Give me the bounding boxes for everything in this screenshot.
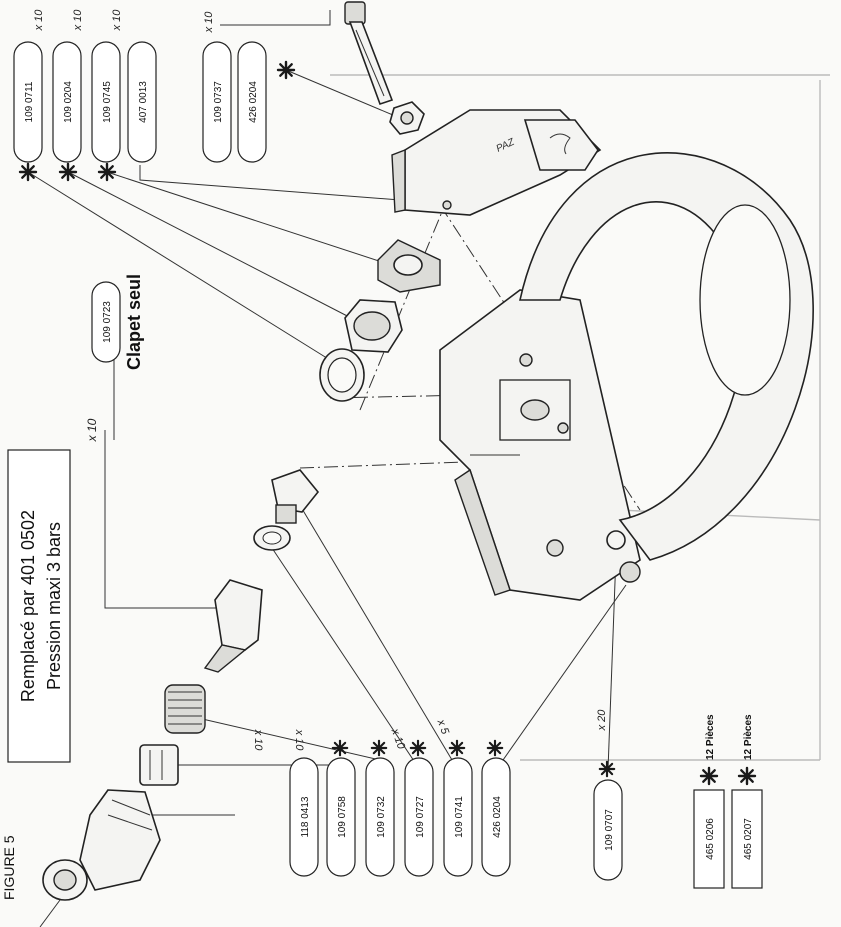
svg-text:109 0737: 109 0737 bbox=[213, 81, 224, 123]
replacement-callout: Remplacé par 401 0502 Pression maxi 3 ba… bbox=[7, 449, 71, 763]
asterisk-marker-icon bbox=[409, 739, 427, 757]
pedal-part: PAZ bbox=[391, 109, 602, 216]
figure-label: FIGURE 5 bbox=[1, 835, 17, 900]
bottom-refs-group: 118 0413 109 0758 x 10 109 0732 x 10 109… bbox=[252, 717, 511, 877]
asterisk-marker-icon bbox=[331, 739, 349, 757]
asterisk-marker-icon bbox=[737, 766, 757, 786]
top-refs-group: 109 0711 x 10 109 0204 x 10 109 0745 x 1… bbox=[13, 9, 157, 182]
ref-pill: 426 0204 bbox=[481, 739, 511, 877]
ref-pill: 109 0727 x 10 bbox=[388, 726, 434, 877]
kit-box: 465 0207 12 Pièces bbox=[731, 714, 763, 889]
callout-line1: Remplacé par 401 0502 bbox=[18, 510, 38, 702]
asterisk-marker-icon bbox=[276, 60, 296, 80]
note-label: Clapet seul bbox=[124, 274, 144, 370]
svg-text:465 0206: 465 0206 bbox=[705, 818, 716, 860]
ref-pill: 426 0204 bbox=[237, 41, 267, 163]
kit-box: 465 0206 12 Pièces bbox=[693, 714, 725, 889]
seal-part bbox=[377, 239, 441, 293]
svg-text:x 10: x 10 bbox=[72, 9, 84, 32]
svg-text:407 0013: 407 0013 bbox=[138, 81, 149, 123]
svg-text:109 0204: 109 0204 bbox=[63, 81, 74, 123]
svg-text:109 0732: 109 0732 bbox=[376, 796, 387, 838]
nut-part bbox=[389, 101, 425, 135]
ref-pill: 109 0745 x 10 bbox=[91, 9, 123, 182]
callout-line2: Pression maxi 3 bars bbox=[44, 522, 64, 690]
note-ref: 109 0723 bbox=[102, 301, 113, 343]
note-qty: x 10 bbox=[85, 418, 99, 442]
leader-lines bbox=[27, 10, 641, 816]
svg-text:12 Pièces: 12 Pièces bbox=[743, 714, 754, 760]
svg-text:x 10: x 10 bbox=[293, 729, 305, 752]
asterisk-marker-icon bbox=[448, 739, 466, 757]
loop-part bbox=[519, 152, 814, 561]
svg-text:x 10: x 10 bbox=[111, 9, 123, 32]
asterisk-marker-icon bbox=[97, 162, 117, 182]
top-right-refs-group: 109 0737 x 10 426 0204 bbox=[202, 11, 296, 163]
small-nuts-part bbox=[606, 530, 641, 583]
asterisk-marker-icon bbox=[598, 760, 616, 778]
asterisk-marker-icon bbox=[58, 162, 78, 182]
kits-group: 465 0206 12 Pièces 465 0207 12 Pièces bbox=[693, 714, 763, 889]
svg-text:109 0741: 109 0741 bbox=[454, 796, 465, 838]
svg-text:426 0204: 426 0204 bbox=[248, 81, 259, 123]
washer-part bbox=[319, 348, 365, 402]
ref-pill: 109 0758 x 10 bbox=[293, 729, 356, 877]
svg-text:109 0711: 109 0711 bbox=[24, 81, 35, 122]
svg-text:x 10: x 10 bbox=[203, 11, 215, 34]
svg-text:109 0745: 109 0745 bbox=[102, 81, 113, 123]
hex-nut-part bbox=[344, 299, 403, 353]
ref-pill: 109 0732 x 10 bbox=[252, 729, 395, 877]
asterisk-marker-icon bbox=[18, 162, 38, 182]
ref-pill: 109 0737 x 10 bbox=[202, 11, 232, 163]
spring-part bbox=[164, 684, 206, 734]
svg-text:x 10: x 10 bbox=[252, 729, 264, 752]
svg-text:x 5: x 5 bbox=[434, 717, 451, 737]
asterisk-marker-icon bbox=[370, 739, 388, 757]
svg-text:109 0727: 109 0727 bbox=[415, 796, 426, 838]
svg-text:x 10: x 10 bbox=[33, 9, 45, 32]
single-ref-group: 109 0707 x 20 bbox=[593, 709, 623, 881]
bolt-part bbox=[344, 1, 394, 106]
ref-pill: 109 0741 x 5 bbox=[434, 717, 473, 877]
valve-only-note: 109 0723 x 10 Clapet seul bbox=[85, 274, 144, 442]
filter-part bbox=[139, 744, 179, 786]
ref-pill: 118 0413 bbox=[289, 757, 319, 877]
ref-pill: 109 0204 x 10 bbox=[52, 9, 84, 182]
svg-text:109 0707: 109 0707 bbox=[604, 809, 615, 851]
svg-text:118 0413: 118 0413 bbox=[300, 796, 311, 837]
elbow-part bbox=[39, 789, 161, 927]
svg-text:x 10: x 10 bbox=[388, 726, 407, 751]
svg-text:x 20: x 20 bbox=[596, 709, 608, 732]
svg-text:109 0758: 109 0758 bbox=[337, 796, 348, 838]
ref-pill: 109 0711 x 10 bbox=[13, 9, 45, 182]
asterisk-marker-icon bbox=[699, 766, 719, 786]
svg-text:465 0207: 465 0207 bbox=[743, 818, 754, 860]
svg-text:426 0204: 426 0204 bbox=[492, 796, 503, 838]
valve-part bbox=[203, 469, 320, 673]
svg-text:12 Pièces: 12 Pièces bbox=[705, 714, 716, 760]
asterisk-marker-icon bbox=[486, 739, 504, 757]
ref-pill: 407 0013 bbox=[127, 41, 157, 163]
base-bracket-part bbox=[439, 289, 641, 601]
parts-drawing: PAZ bbox=[39, 1, 814, 927]
